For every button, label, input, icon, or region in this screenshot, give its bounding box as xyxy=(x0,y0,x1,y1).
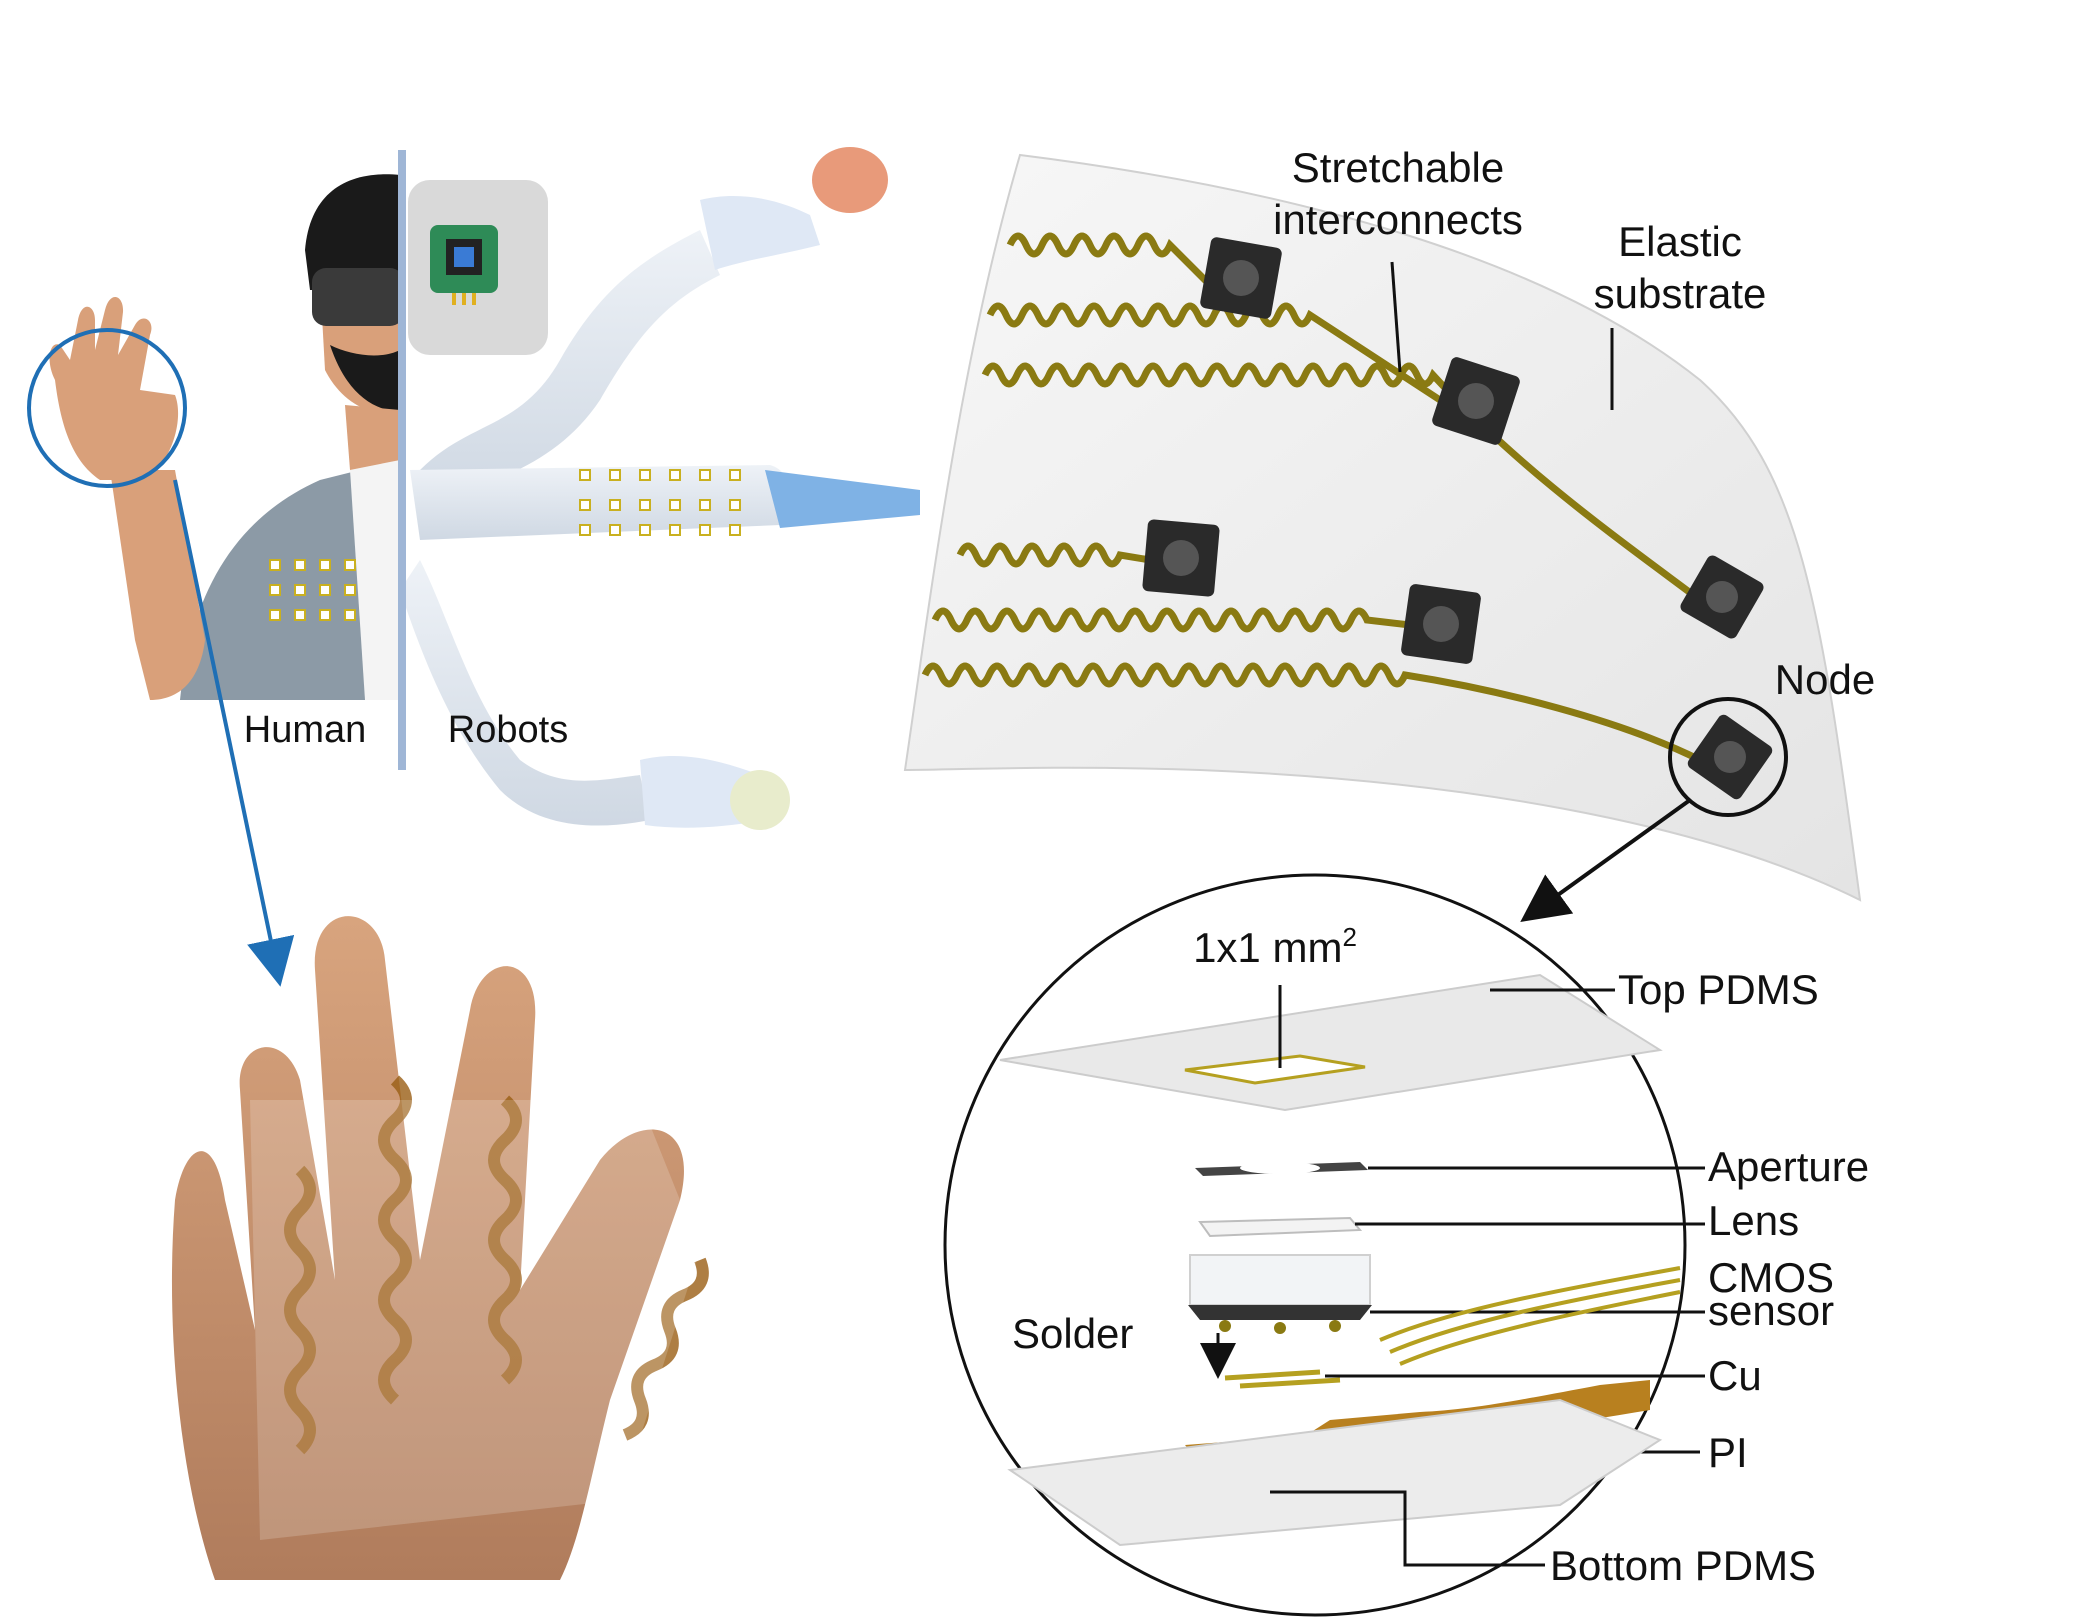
label-stretchable-line2: interconnects xyxy=(1273,196,1523,243)
top-pdms-aperture-window xyxy=(1184,1054,1366,1085)
robot-hand-middle xyxy=(765,470,920,528)
interconnect-row-1 xyxy=(1006,232,1213,288)
robot-hand-upper xyxy=(700,195,820,270)
sensor-node-2 xyxy=(1432,357,1520,445)
cu-trace-pads xyxy=(1224,1369,1341,1389)
top-pdms-layer xyxy=(999,973,1663,1112)
cmos-housing xyxy=(1189,1254,1371,1306)
node-exploded-view: 1x1 mm2 Top PDMS Aperture Lens CMOS sens… xyxy=(943,873,1869,1617)
photo-trace-2 xyxy=(378,1075,412,1405)
interconnect-row-5 xyxy=(931,607,1411,633)
bottom-pdms-layer xyxy=(1007,1398,1663,1547)
robot-arm-lower xyxy=(400,560,650,826)
fruit-lower xyxy=(730,770,790,830)
label-robots: Robots xyxy=(448,709,568,751)
label-node: Node xyxy=(1775,656,1875,703)
label-cmos-line1: CMOS xyxy=(1708,1254,1834,1301)
photo-film xyxy=(250,1100,700,1540)
solder-ball-3 xyxy=(1329,1320,1341,1332)
robot-sensor-grid xyxy=(579,469,741,536)
human-arm xyxy=(110,470,205,700)
stretchable-sheet: Stretchable interconnects Elastic substr… xyxy=(903,144,1875,923)
elastic-substrate-sheet xyxy=(903,153,1862,902)
label-area: 1x1 mm2 xyxy=(1193,922,1357,971)
human-hair xyxy=(305,174,400,290)
chest-sensor-grid xyxy=(269,559,356,621)
label-lens: Lens xyxy=(1708,1197,1799,1244)
label-elastic-line2: substrate xyxy=(1594,270,1767,317)
label-solder: Solder xyxy=(1012,1310,1133,1357)
label-elastic-line1: Elastic xyxy=(1618,218,1742,265)
label-cu: Cu xyxy=(1708,1352,1762,1399)
stretchable-leader xyxy=(1390,261,1402,373)
node-highlight-circle xyxy=(1668,697,1788,817)
label-top-pdms: Top PDMS xyxy=(1618,966,1819,1013)
human-torso xyxy=(180,460,400,700)
label-bottom-pdms: Bottom PDMS xyxy=(1550,1542,1816,1589)
bottom-pdms-leader xyxy=(1270,1490,1545,1567)
label-pi: PI xyxy=(1708,1429,1748,1476)
cmos-sensor-layer xyxy=(1188,1305,1372,1320)
label-area-sup: 2 xyxy=(1342,922,1356,952)
photo-trace-3 xyxy=(488,1095,522,1385)
robot-arm-upper xyxy=(420,230,720,500)
solder-ball-2 xyxy=(1274,1322,1286,1334)
sensor-node-4 xyxy=(1142,519,1220,597)
robot-arm-middle xyxy=(410,465,791,540)
node-to-detail-arrow xyxy=(1520,798,1692,923)
interconnect-row-4 xyxy=(956,542,1151,568)
sensor-node-3 xyxy=(1680,555,1764,639)
sensor-node-1 xyxy=(1200,237,1282,319)
photo-trace-4 xyxy=(622,1257,709,1441)
human-robot-illustration: Human Robots xyxy=(27,147,920,987)
photo-trace-1 xyxy=(284,1165,316,1455)
label-aperture: Aperture xyxy=(1708,1143,1869,1190)
vr-headset-icon xyxy=(312,268,404,326)
hand-highlight-circle xyxy=(27,328,187,488)
label-stretchable-line1: Stretchable xyxy=(1292,144,1504,191)
sensor-node-5 xyxy=(1401,584,1481,664)
human-beard xyxy=(330,345,400,412)
cu-trace-curves xyxy=(1379,1266,1681,1366)
interconnect-row-3 xyxy=(981,362,1703,603)
label-area-base: 1x1 mm xyxy=(1193,924,1342,971)
label-human: Human xyxy=(244,709,367,751)
fruit-upper xyxy=(812,147,888,213)
hand-photo xyxy=(171,916,709,1580)
hand-to-photo-arrow xyxy=(173,479,295,987)
interconnect-row-6 xyxy=(921,662,1702,764)
lens-layer xyxy=(1198,1216,1363,1238)
chip-icon xyxy=(430,225,498,305)
label-cmos-line2: sensor xyxy=(1708,1287,1834,1334)
human-raised-hand xyxy=(49,297,179,480)
sensor-node-6 xyxy=(1687,714,1773,800)
human-neck xyxy=(345,405,400,470)
aperture-hole xyxy=(1240,1162,1320,1174)
solder-ball-1 xyxy=(1219,1320,1231,1332)
human-shirt-opening xyxy=(350,460,400,700)
